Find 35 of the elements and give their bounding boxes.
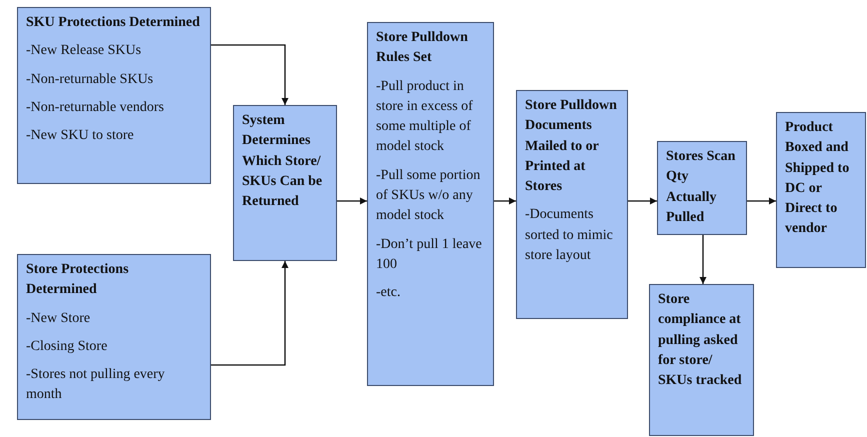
- box-heading: Stores Scan Qty Actually Pulled: [666, 148, 736, 227]
- arrow: [211, 261, 288, 366]
- arrow: [700, 235, 706, 284]
- process-box: [367, 22, 494, 386]
- bullet-text: -Non-returnable SKUs: [26, 70, 154, 89]
- bullet-text: -Don’t pull 1 leave 100: [376, 236, 483, 274]
- process-box: [17, 7, 211, 184]
- bullet-text: -Non-returnable vendors: [26, 98, 166, 117]
- bullet-text: -etc.: [376, 284, 402, 302]
- arrow: [211, 44, 288, 105]
- process-box: [776, 112, 866, 268]
- process-box: [649, 284, 754, 436]
- box-heading: Store compliance at pulling asked for store/ SKUs tracked: [658, 291, 743, 390]
- arrow: [628, 198, 657, 204]
- arrow: [494, 198, 516, 204]
- box-heading: Store Pulldown Rules Set: [376, 29, 469, 68]
- process-box: [516, 90, 628, 319]
- process-box: [17, 254, 211, 420]
- box-heading: SKU Protections Determined: [26, 14, 201, 32]
- process-box: [657, 141, 747, 235]
- box-heading: System Determines Which Store/ SKUs Can be Returned: [242, 112, 324, 212]
- arrow: [747, 198, 776, 204]
- bullet-text: -Pull some portion of SKUs w/o any model stock: [376, 166, 482, 226]
- bullet-text: -Closing Store: [26, 338, 108, 356]
- box-heading: Product Boxed and Shipped to DC or Direct to vendor: [785, 119, 850, 238]
- bullet-text: -Documents sorted to mimic store layout: [525, 206, 614, 266]
- bullet-text: -New SKU to store: [26, 127, 135, 146]
- arrow: [337, 198, 367, 204]
- bullet-text: -New Release SKUs: [26, 42, 142, 60]
- process-box: [233, 105, 337, 261]
- bullet-text: -Pull product in store in excess of some multiple of model stock: [376, 78, 474, 156]
- box-heading: Store Protections Determined: [26, 261, 130, 300]
- bullet-text: -New Store: [26, 310, 92, 328]
- bullet-text: -Stores not pulling every month: [26, 366, 166, 404]
- box-heading: Store Pulldown Documents Mailed to or Printed at Stores: [525, 97, 618, 196]
